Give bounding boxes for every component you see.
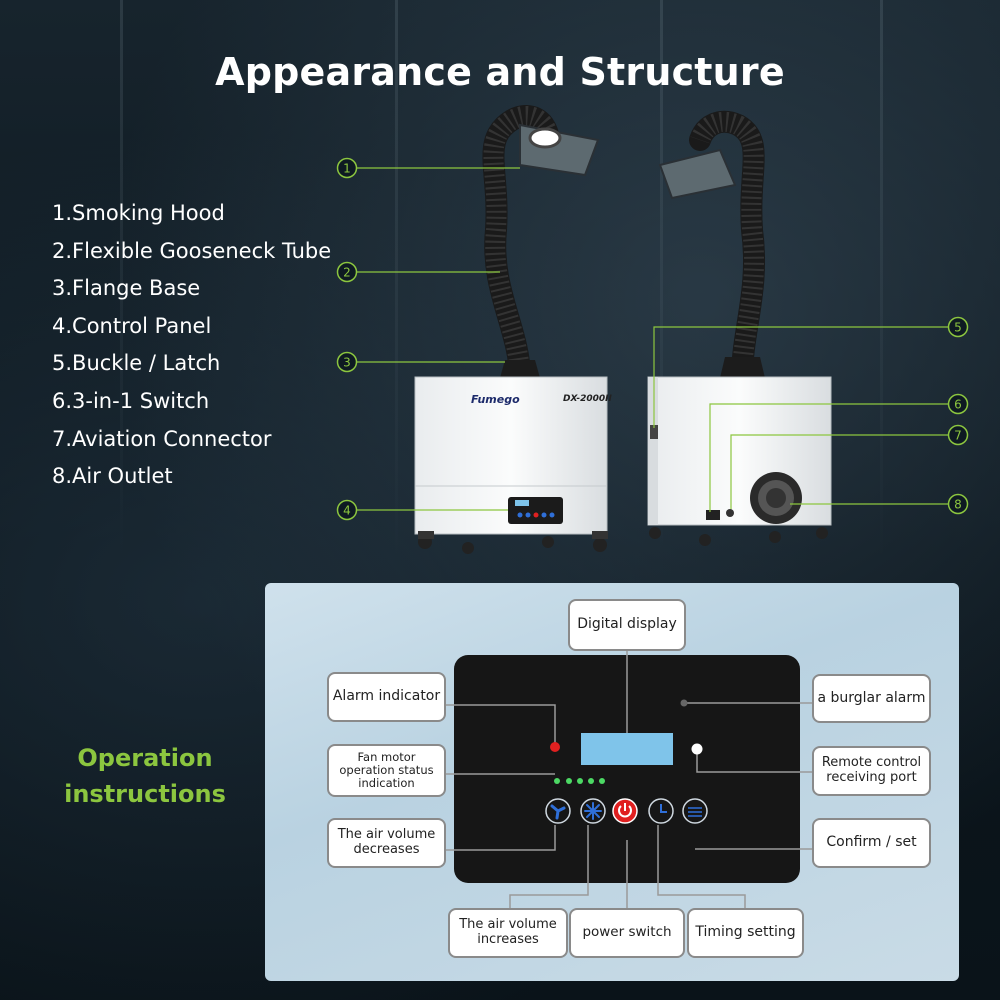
- confirm-set-callout: Confirm / set: [812, 818, 931, 868]
- fan-status-led: [599, 778, 605, 784]
- product-illustration: 1 2 3 4 5 6 7 8: [336, 105, 969, 554]
- alarm-indicator-callout: Alarm indicator: [327, 672, 446, 722]
- fan-status-led: [554, 778, 560, 784]
- part-item: 7.Aviation Connector: [52, 426, 272, 451]
- marker-circle: [336, 157, 358, 179]
- callout-text: Alarm indicator: [332, 688, 441, 705]
- callout-text: a burglar alarm: [817, 689, 926, 706]
- air-decrease-callout: The air volume decreases: [327, 818, 446, 868]
- part-item: 1.Smoking Hood: [52, 201, 225, 225]
- parts-list: 1.Smoking Hood 2.Flexible Gooseneck Tube…: [52, 195, 331, 496]
- brand-label: Fumego: [471, 393, 520, 406]
- digital-display-callout: Digital display: [568, 599, 686, 651]
- burglar-alarm-light: [680, 699, 688, 707]
- marker-circle: [336, 351, 358, 373]
- part-item: 2.Flexible Gooseneck Tube: [52, 238, 332, 263]
- air-increase-button[interactable]: [580, 798, 606, 824]
- part-item: 8.Air Outlet: [52, 464, 173, 489]
- switch: [706, 510, 720, 520]
- flange-base-front: [500, 360, 540, 378]
- marker-label: 1: [343, 162, 351, 176]
- marker-circle: [947, 424, 969, 446]
- page-title: Appearance and Structure: [215, 50, 785, 94]
- marker-label: 6: [954, 398, 962, 412]
- aviation-connector: [726, 509, 734, 517]
- fan-status-led: [566, 778, 572, 784]
- alarm-indicator-light: [550, 742, 560, 752]
- marker-circle: [947, 493, 969, 515]
- callout-text: Timing setting: [695, 924, 796, 941]
- background-stripe: [120, 0, 123, 560]
- marker-label: 4: [343, 504, 351, 518]
- operation-title: Operation instructions: [64, 744, 226, 808]
- callout-text: power switch: [582, 924, 672, 941]
- model-label: DX-2000II: [563, 394, 612, 404]
- marker-circle: [947, 393, 969, 415]
- marker-label: 5: [954, 321, 962, 335]
- smoking-hood-back: [658, 148, 737, 200]
- callout-text: Fan motor operation status indication: [339, 750, 434, 790]
- remote-port-callout: Remote control receiving port: [812, 746, 931, 796]
- background-stripe: [395, 0, 398, 560]
- marker-label: 3: [343, 356, 351, 370]
- digital-display: [581, 733, 673, 765]
- remote-receiver: [691, 743, 703, 755]
- timing-button[interactable]: [648, 798, 674, 824]
- part-item: 3.Flange Base: [52, 276, 201, 301]
- background-stripe: [880, 0, 883, 560]
- air-decrease-button[interactable]: [545, 798, 571, 824]
- part-item: 6.3-in-1 Switch: [52, 388, 210, 413]
- confirm-set-button[interactable]: [682, 798, 708, 824]
- fan-motor-callout: Fan motor operation status indication: [327, 744, 446, 797]
- callout-text: Confirm / set: [826, 834, 917, 851]
- air-increase-callout: The air volume increases: [448, 908, 568, 958]
- marker-label: 2: [343, 266, 351, 280]
- callout-text: The air volume increases: [459, 917, 557, 947]
- part-item: 5.Buckle / Latch: [52, 351, 221, 376]
- burglar-alarm-callout: a burglar alarm: [812, 674, 931, 723]
- marker-circle: [336, 499, 358, 521]
- marker-circle: [336, 261, 358, 283]
- callout-text: Remote control receiving port: [821, 755, 922, 785]
- background-stripe: [660, 0, 663, 560]
- power-button[interactable]: [612, 798, 638, 824]
- callout-text: Digital display: [577, 616, 677, 633]
- buckle-latch: [650, 425, 658, 439]
- marker-label: 7: [954, 429, 962, 443]
- marker-circle: [947, 316, 969, 338]
- marker-label: 8: [954, 498, 962, 512]
- fan-status-led: [577, 778, 583, 784]
- power-switch-callout: power switch: [569, 908, 685, 958]
- callout-text: The air volume decreases: [337, 827, 436, 857]
- timing-setting-callout: Timing setting: [687, 908, 804, 958]
- part-item: 4.Control Panel: [52, 313, 212, 338]
- fan-status-led: [588, 778, 594, 784]
